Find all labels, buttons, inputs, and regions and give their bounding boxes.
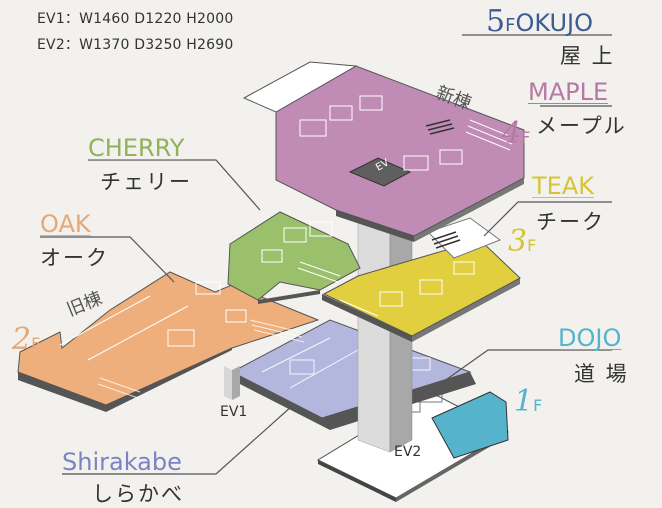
leader-lines [40,34,612,475]
floor-cherry-plate [227,211,361,304]
floor-teak-jp: チーク [536,210,605,234]
floor-oak-2f-plate [17,271,320,412]
ev2-spec: EV2：W1370 D3250 H2690 [37,37,234,53]
floor-teak-3f-plate [322,217,521,342]
ev1-label: EV1 [220,404,248,420]
floor-shirakabe-plate [230,319,476,430]
ev2-label: EV2 [394,444,422,460]
floor-5f-number: 5 [486,4,506,39]
floor-dojo-title: DOJO [558,324,622,352]
floor-1f-plate [316,391,510,502]
floor-5f-name: OKUJO [515,9,593,37]
floor-maple-jp: メープル [536,114,627,138]
ev1-spec: EV1：W1460 D1220 H2000 [37,11,234,27]
floor-shirakabe-title: Shirakabe [62,448,182,476]
floor-5f-suffix: F [505,15,516,36]
floor-dojo-jp: 道 場 [574,362,629,386]
floor-5f-jp: 屋 上 [560,44,615,68]
floor-oak-jp: オーク [40,246,109,270]
floor-teak-title: TEAK [532,172,594,200]
floor-cherry-title: CHERRY [88,134,185,162]
elevator-ev1-shaft [224,366,240,400]
floor-cherry-jp: チェリー [100,170,192,194]
floor-1f-number: 1F [514,384,543,419]
floor-shirakabe-jp: しらかべ [92,482,184,506]
floor-3f-number: 3F [508,224,537,259]
floor-oak-title: OAK [40,210,91,238]
floor-maple-title: MAPLE [528,78,609,106]
floor-5f-label: 5FOKUJO [486,4,593,39]
floor-4f-number: 4F [502,116,531,151]
floor-2f-number: 2F [12,322,41,357]
floor-maple-4f-plate [242,61,525,242]
